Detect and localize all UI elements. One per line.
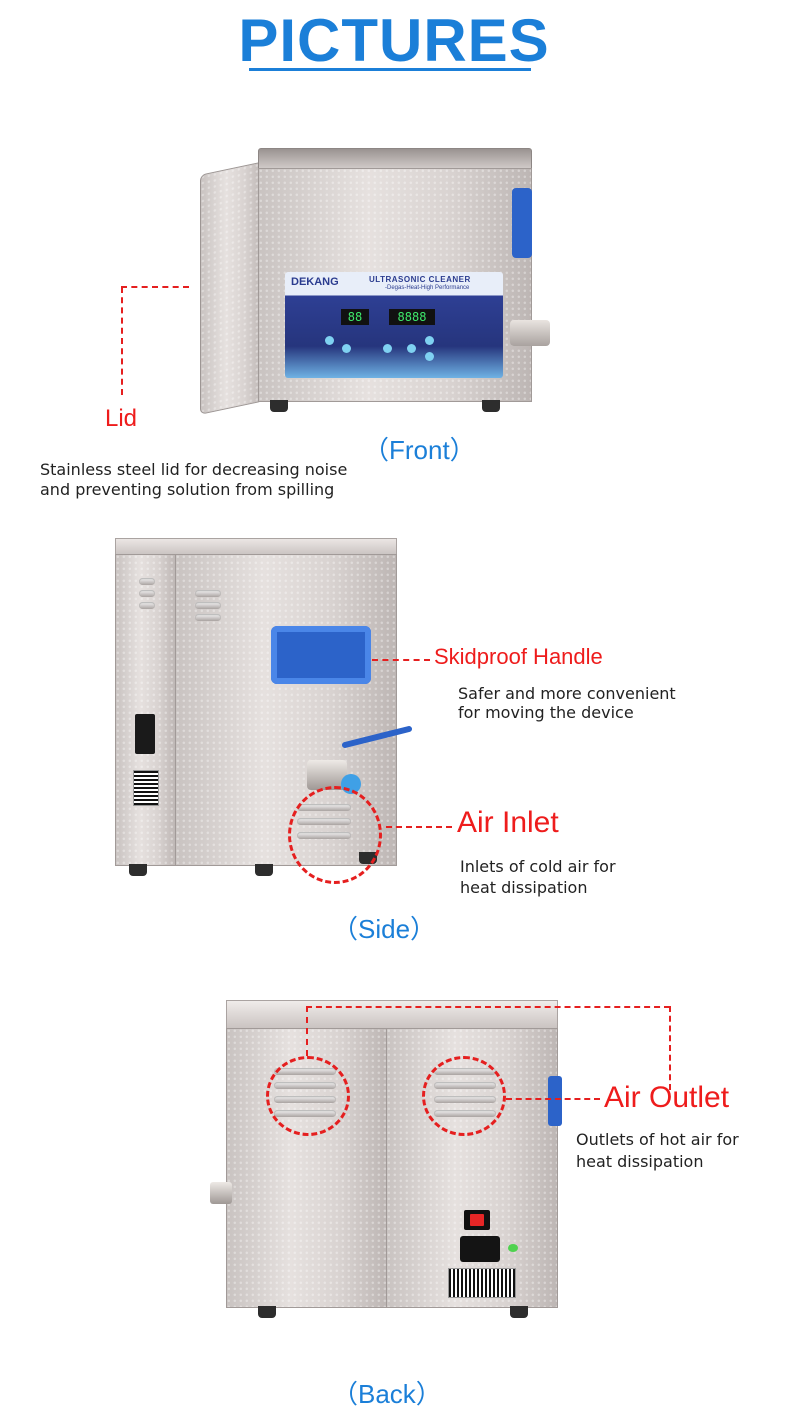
tank-side-panel — [115, 554, 177, 866]
tank-rim — [226, 1000, 558, 1030]
foot — [510, 1306, 528, 1318]
vent-slot — [195, 590, 221, 597]
power-socket — [135, 714, 155, 754]
side-handle-edge — [548, 1076, 562, 1126]
outlet-bracket-right — [669, 1006, 671, 1090]
switch-rocker — [470, 1214, 484, 1226]
temp-display: 8888 — [389, 309, 435, 325]
front-view-label: （Front） — [363, 435, 476, 465]
air-inlet-label: Air Inlet — [457, 806, 559, 839]
lid-description-line1: Stainless steel lid for decreasing noise — [40, 460, 348, 479]
lid-image — [200, 161, 264, 415]
vent-slot — [195, 602, 221, 609]
panel-button[interactable] — [425, 336, 434, 345]
inlet-description-line2: heat dissipation — [460, 878, 588, 897]
control-panel: DEKANG ULTRASONIC CLEANER -Degas-Heat-Hi… — [285, 272, 503, 378]
side-handle — [512, 188, 532, 258]
handle-description-line2: for moving the device — [458, 703, 634, 722]
foot — [255, 864, 273, 876]
panel-button[interactable] — [407, 344, 416, 353]
drain-valve — [307, 760, 347, 790]
panel-button[interactable] — [325, 336, 334, 345]
outlet-description-line1: Outlets of hot air for — [576, 1130, 739, 1149]
inlet-description-line1: Inlets of cold air for — [460, 857, 616, 876]
air-outlet-highlight-left — [266, 1056, 350, 1136]
indicator-light — [508, 1244, 518, 1252]
vent-slot — [139, 602, 155, 609]
back-view-product — [210, 1000, 570, 1326]
outlet-callout-line — [506, 1098, 600, 1100]
panel-button[interactable] — [425, 352, 434, 361]
inlet-callout-line — [386, 826, 452, 828]
foot — [482, 400, 500, 412]
air-inlet-highlight — [288, 786, 382, 884]
drain-valve-stub — [210, 1182, 232, 1204]
side-view-product — [115, 538, 415, 880]
side-view-label: （Side） — [332, 914, 437, 944]
front-view-product: DEKANG ULTRASONIC CLEANER -Degas-Heat-Hi… — [200, 148, 550, 415]
foot — [270, 400, 288, 412]
foot — [258, 1306, 276, 1318]
outlet-description-line2: heat dissipation — [576, 1152, 704, 1171]
vent-slot — [139, 590, 155, 597]
air-outlet-label: Air Outlet — [604, 1081, 730, 1114]
lid-callout-line-h — [121, 286, 189, 288]
outlet-bracket-top — [306, 1006, 670, 1008]
power-switch — [464, 1210, 490, 1230]
title-underline — [249, 68, 531, 71]
skidproof-handle-label: Skidproof Handle — [434, 644, 603, 669]
brand-logo: DEKANG — [291, 276, 339, 288]
drain-valve — [510, 320, 550, 346]
lid-description-line2: and preventing solution from spilling — [40, 480, 335, 499]
skidproof-handle — [271, 626, 371, 684]
back-view-label: （Back） — [332, 1379, 442, 1409]
panel-button[interactable] — [383, 344, 392, 353]
foot — [129, 864, 147, 876]
panel-tagline: -Degas-Heat-High Performance — [385, 285, 470, 291]
air-outlet-highlight-right — [422, 1056, 506, 1136]
time-display: 88 — [341, 309, 369, 325]
handle-callout-line — [372, 659, 430, 661]
page-title: PICTURES — [238, 7, 550, 74]
power-inlet — [460, 1236, 500, 1262]
panel-button[interactable] — [342, 344, 351, 353]
handle-description-line1: Safer and more convenient — [458, 684, 676, 703]
outlet-bracket-left — [306, 1006, 308, 1056]
panel-product-name: ULTRASONIC CLEANER — [369, 275, 471, 284]
vent-slot — [195, 614, 221, 621]
lid-callout-line-v — [121, 287, 123, 395]
barcode-label — [448, 1268, 516, 1298]
lid-label: Lid — [105, 405, 138, 432]
barcode-label — [133, 770, 159, 806]
vent-slot — [139, 578, 155, 585]
